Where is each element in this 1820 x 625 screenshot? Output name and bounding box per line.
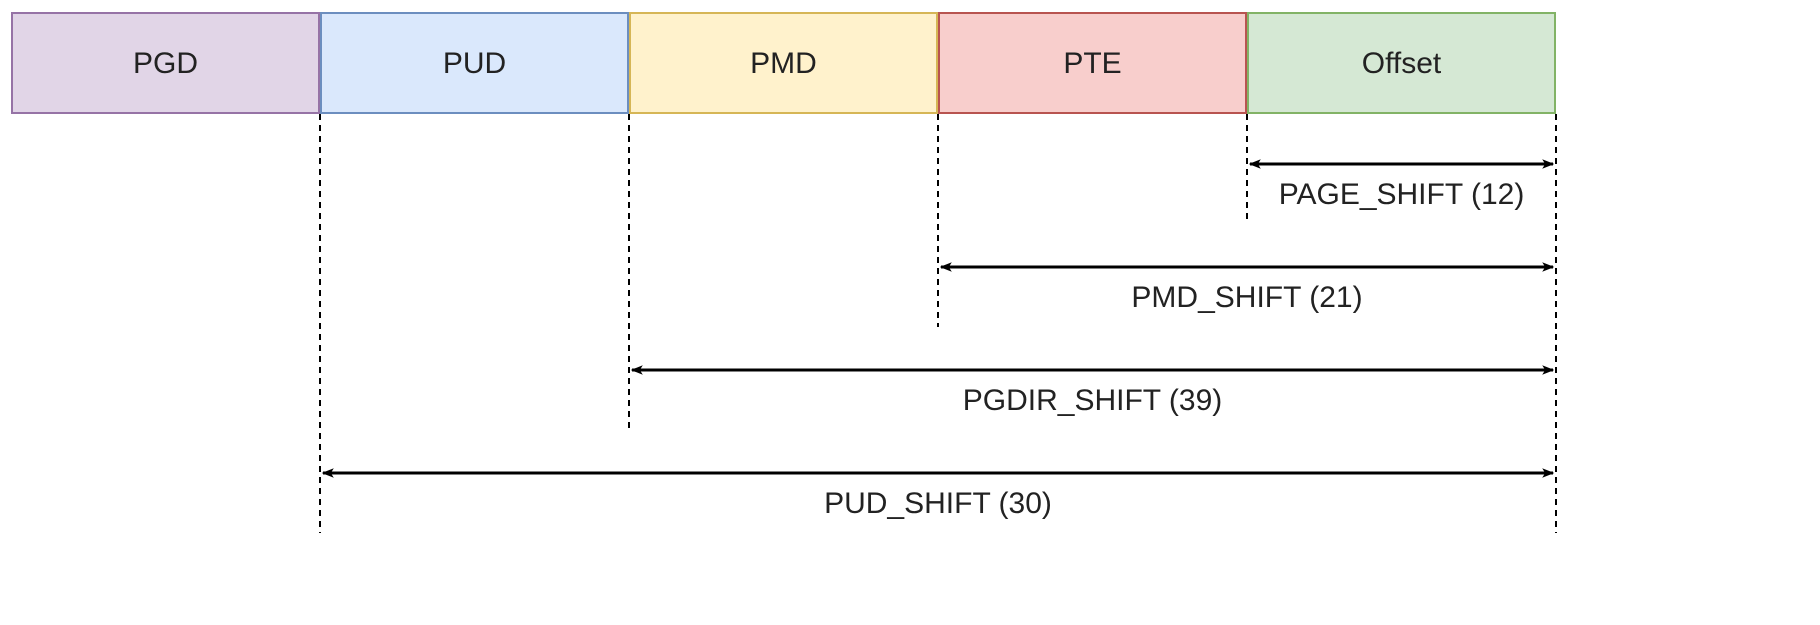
segment-box bbox=[11, 12, 320, 114]
segment-pud: PUD bbox=[320, 12, 629, 114]
segment-pmd: PMD bbox=[629, 12, 938, 114]
shift-label: PUD_SHIFT (30) bbox=[824, 487, 1052, 520]
shift-arrows: PAGE_SHIFT (12) PMD_SHIFT (21) PGDIR_SHIFT… bbox=[321, 159, 1555, 520]
shift-row: PGDIR_SHIFT (39) bbox=[630, 365, 1555, 417]
segment-pgd: PGD bbox=[11, 12, 320, 114]
shift-label: PMD_SHIFT (21) bbox=[1131, 281, 1362, 314]
segment-label: PUD bbox=[443, 47, 506, 80]
shift-row: PUD_SHIFT (30) bbox=[321, 468, 1555, 520]
segment-label: PTE bbox=[1063, 47, 1121, 80]
shift-row: PMD_SHIFT (21) bbox=[939, 262, 1555, 314]
shift-row: PAGE_SHIFT (12) bbox=[1248, 159, 1555, 211]
segment-box bbox=[1247, 12, 1556, 114]
segment-offset: Offset bbox=[1247, 12, 1556, 114]
segment-box bbox=[938, 12, 1247, 114]
shift-label: PGDIR_SHIFT (39) bbox=[963, 384, 1223, 417]
address-segments: PGD PUD PMD PTE Offset bbox=[11, 12, 1556, 114]
segment-label: PGD bbox=[133, 47, 198, 80]
segment-label: Offset bbox=[1362, 47, 1442, 80]
segment-box bbox=[629, 12, 938, 114]
dashed-guides bbox=[319, 114, 1557, 533]
segment-box bbox=[320, 12, 629, 114]
segment-label: PMD bbox=[750, 47, 817, 80]
segment-pte: PTE bbox=[938, 12, 1247, 114]
shift-label: PAGE_SHIFT (12) bbox=[1279, 178, 1525, 211]
